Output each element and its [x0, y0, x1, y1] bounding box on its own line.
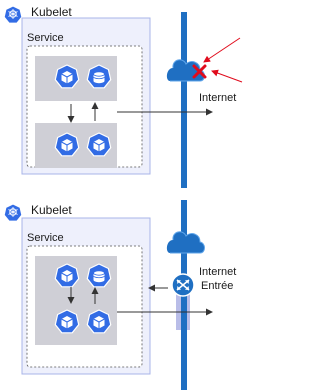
- blocked-inbound-arrow: [211, 69, 243, 83]
- internet-label: Internet: [199, 92, 236, 104]
- service-label: Service: [27, 232, 64, 244]
- kubelet-badge-text: kubelet: [6, 223, 21, 228]
- cloud-icon: [166, 231, 205, 254]
- panel-top: kubelet Kubelet Service Internet: [3, 5, 243, 188]
- kubelet-label: Kubelet: [31, 203, 72, 217]
- service-label: Service: [27, 32, 64, 44]
- ingress-label: Entrée: [201, 280, 233, 292]
- pod-cube-icon: [87, 310, 110, 333]
- pod-cube-icon: [87, 133, 110, 156]
- pod-cube-icon: [55, 65, 78, 88]
- pod-disk-icon: [87, 264, 110, 287]
- kubernetes-badge-icon: [3, 5, 23, 24]
- kubelet-label: Kubelet: [31, 5, 72, 19]
- pod-cube-icon: [55, 133, 78, 156]
- pod-cube-icon: [55, 310, 78, 333]
- kubernetes-badge-icon: [3, 203, 23, 222]
- pod-cube-icon: [55, 264, 78, 287]
- pod-disk-icon: [87, 65, 110, 88]
- internet-label: Internet: [199, 266, 236, 278]
- kubelet-ingress-diagram: kubelet Kubelet Service Internet: [3, 5, 243, 390]
- ingress-router-icon: [171, 273, 195, 297]
- kubelet-badge-text: kubelet: [6, 25, 21, 30]
- panel-bottom: kubelet Kubelet Service Internet Entrée: [3, 200, 236, 390]
- blocked-inbound-arrow: [203, 37, 241, 63]
- blocked-x-icon: [192, 64, 207, 79]
